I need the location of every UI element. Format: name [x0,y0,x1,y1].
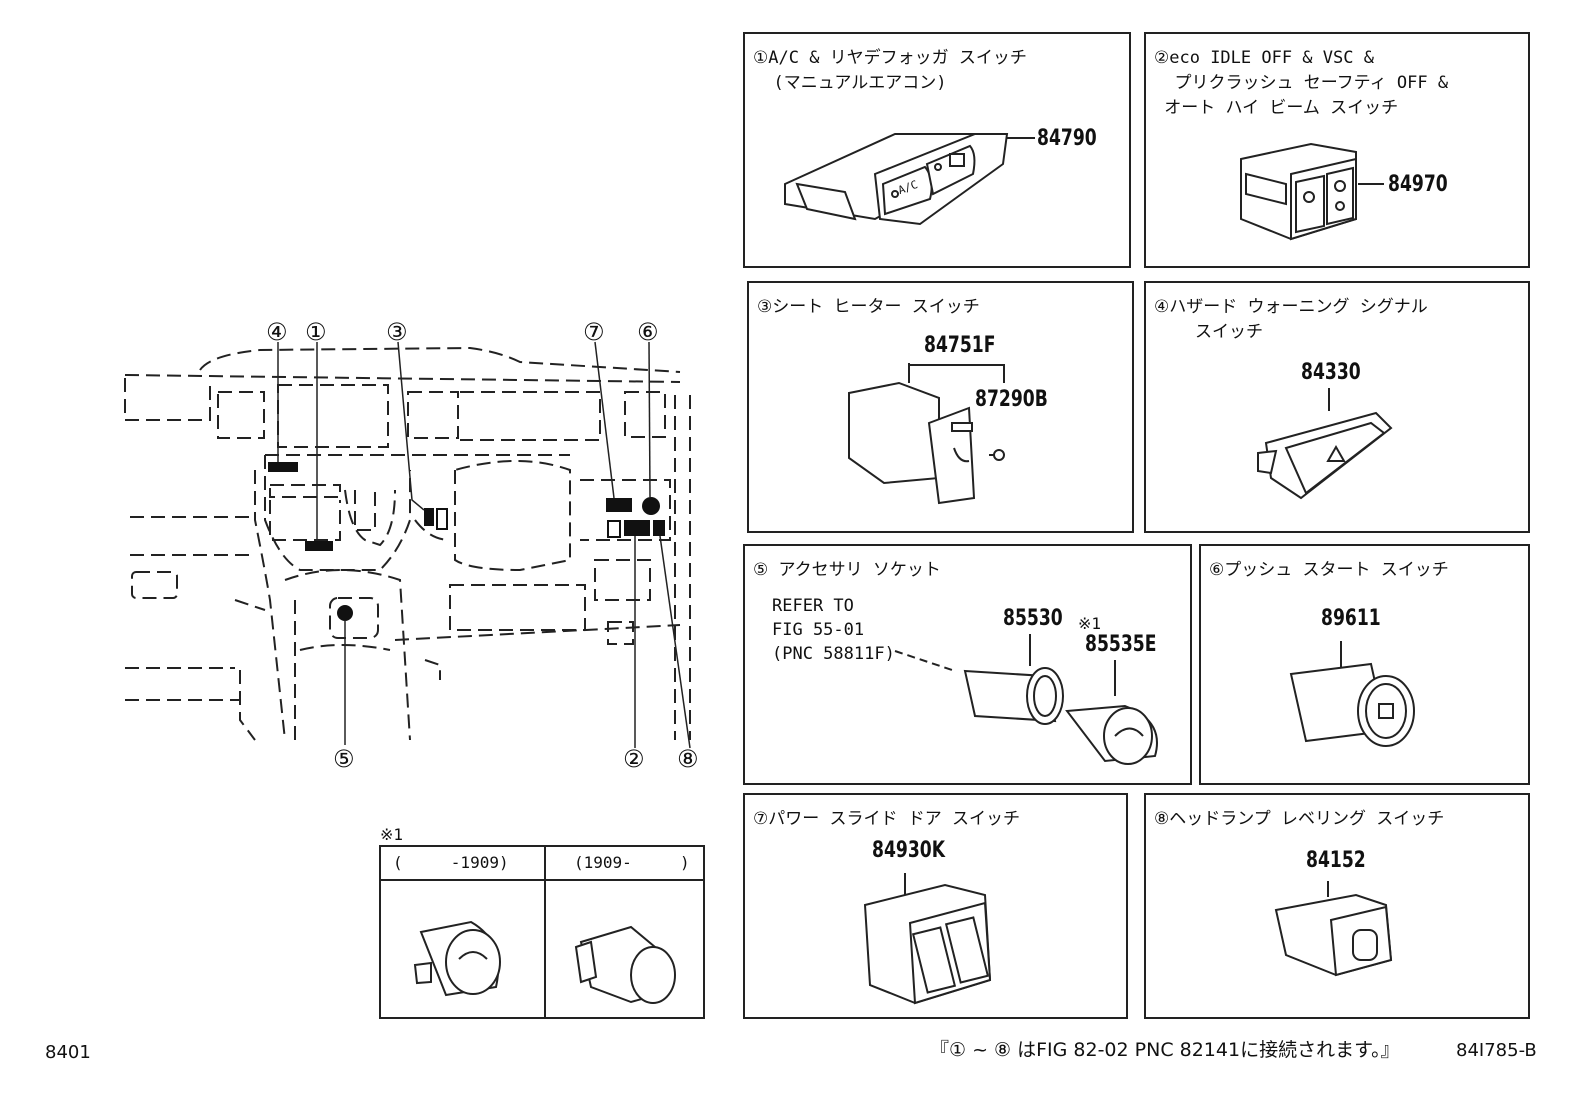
marker-6: ⑥ [637,318,659,346]
headlamp-leveling-switch-illustration [1274,881,1393,977]
panel-title: ⑦パワー スライド ドア スイッチ [753,809,1020,829]
drawing-id: 84I785-B [1456,1040,1537,1061]
accessory-socket-location [337,605,353,621]
panel-seat-heater-switch: ③シート ヒーター スイッチ 84751F 87290B [747,281,1134,533]
panel-eco-idle-vsc-switch: ②eco IDLE OFF & VSC & プリクラッシュ セーフティ OFF … [1144,32,1530,268]
part-number-84930K: 84930K [872,838,946,863]
panel-title: ①A/C & リヤデフォッガ スイッチ (マニュアルエアコン) [753,48,1027,93]
part-number-84970: 84970 [1388,172,1448,197]
part-number-89611: 89611 [1321,606,1381,631]
marker-2: ② [623,745,645,773]
marker-8: ⑧ [677,745,699,773]
slide-door-switch-illustration [863,873,992,1005]
variant-note-mark: ※1 [380,825,404,844]
variant-header-early: ( -1909) [393,853,509,872]
panel-title: ⑥プッシュ スタート スイッチ [1209,560,1449,580]
panel-title: ③シート ヒーター スイッチ [757,297,980,317]
part-number-84152: 84152 [1306,848,1366,873]
marker-3: ③ [386,318,408,346]
headlamp-leveling-switch-location [653,520,665,536]
marker-7: ⑦ [583,318,605,346]
part-number-85535E: 85535E [1085,632,1157,657]
hazard-switch-location [268,462,298,472]
part-number-84330: 84330 [1301,360,1361,385]
slide-door-switch-location [606,498,632,512]
variant-header-late: (1909- ) [574,853,690,872]
panel-push-start-switch: ⑥プッシュ スタート スイッチ 89611 [1199,544,1530,785]
panel-hazard-warning-switch: ④ハザード ウォーニング シグナル スイッチ 84330 [1144,281,1530,533]
variant-table-header-line [381,879,703,881]
seat-heater-switch-location-2 [436,508,448,530]
panel-title: ④ハザード ウォーニング シグナル スイッチ [1154,297,1428,342]
eco-switch-location-2 [624,520,650,536]
seat-heater-switch-illustration [848,363,1005,505]
panel-title: ⑧ヘッドランプ レベリング スイッチ [1154,809,1445,829]
dashboard-outline-drawing [124,346,691,741]
panel-ac-defogger-switch: ①A/C & リヤデフォッガ スイッチ (マニュアルエアコン) A/C 8479… [743,32,1131,268]
reference-note: REFER TO FIG 55-01 (PNC 58811F) [772,596,895,664]
page-code: 8401 [45,1042,91,1063]
ac-switch-illustration [784,133,1035,226]
part-number-84790: 84790 [1037,126,1097,151]
push-start-switch-location [642,497,660,515]
ac-switch-location [305,541,333,551]
connection-note: 『① ~ ⑧ はFIG 82-02 PNC 82141に接続されます。』 [930,1039,1400,1061]
panel-title: ⑤ アクセサリ ソケット [753,560,941,580]
variant-table: ( -1909) (1909- ) [379,845,705,1019]
seat-heater-switch-location [424,508,434,526]
part-number-84751F: 84751F [924,333,996,358]
variant-note-mark: ※1 [1078,614,1102,633]
marker-1: ① [305,318,327,346]
dashboard-leader-lines [277,341,691,749]
hazard-switch-illustration [1257,388,1393,500]
marker-4: ④ [266,318,288,346]
panel-power-slide-door-switch: ⑦パワー スライド ドア スイッチ 84930K [743,793,1128,1019]
variant-table-divider [544,847,546,1017]
panel-headlamp-leveling-switch: ⑧ヘッドランプ レベリング スイッチ 84152 [1144,793,1530,1019]
marker-5: ⑤ [333,745,355,773]
panel-accessory-socket: ⑤ アクセサリ ソケット REFER TO FIG 55-01 (PNC 588… [743,544,1192,785]
part-number-85530: 85530 [1003,606,1063,631]
panel-title: ②eco IDLE OFF & VSC & プリクラッシュ セーフティ OFF … [1154,48,1449,118]
eco-switch-illustration [1240,142,1384,241]
part-number-87290B: 87290B [975,387,1048,412]
variant-illustrations [413,920,676,1004]
eco-switch-location [607,520,621,538]
accessory-socket-illustration [894,634,1158,765]
dashboard-overview: ④ ① ③ ⑦ ⑥ ⑤ ② ⑧ [0,0,730,800]
push-start-switch-illustration [1289,641,1415,747]
